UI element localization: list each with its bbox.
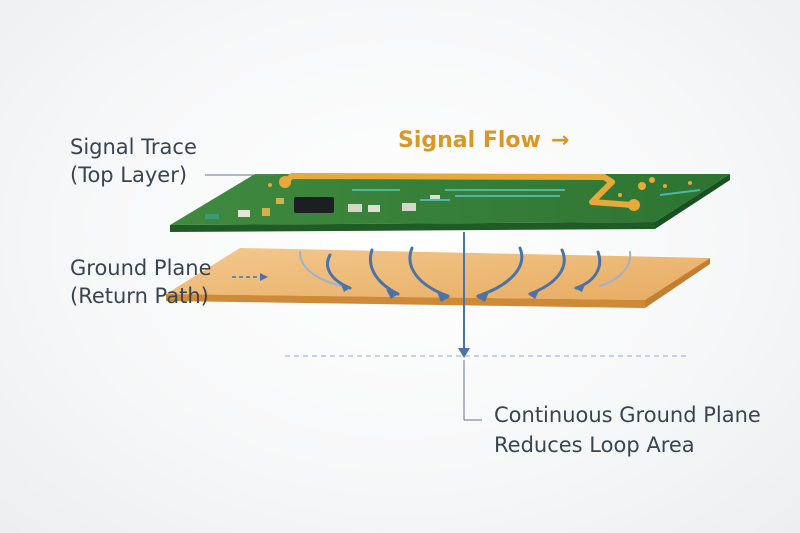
return-arrowhead-3 bbox=[437, 292, 450, 302]
minor-traces bbox=[352, 189, 701, 201]
vertical-reference-arrow bbox=[458, 348, 470, 358]
signal-layer-board bbox=[170, 173, 730, 232]
signal-flow-label: Signal Flow → bbox=[398, 128, 569, 153]
signal-trace bbox=[283, 173, 633, 208]
return-arrowhead-6 bbox=[576, 282, 586, 292]
signal-flow-text: Signal Flow bbox=[398, 128, 541, 153]
return-arc-8 bbox=[599, 251, 632, 287]
smd-component-6 bbox=[205, 214, 219, 219]
signal-trace-label: Signal Trace (Top Layer) bbox=[70, 133, 197, 189]
return-arrowhead-4 bbox=[476, 292, 489, 302]
trace-pad-end bbox=[628, 199, 640, 211]
return-current-arrows bbox=[299, 246, 632, 302]
via-4 bbox=[688, 181, 692, 185]
return-arc-5 bbox=[476, 246, 524, 298]
via-2 bbox=[618, 193, 622, 197]
trace-pad-start bbox=[279, 176, 291, 188]
ground-plane-label: Ground Plane (Return Path) bbox=[70, 254, 212, 310]
smd-component-3 bbox=[402, 203, 416, 211]
signal-trace-label-line1: Signal Trace bbox=[70, 135, 197, 159]
smd-component-5 bbox=[238, 210, 250, 217]
ground-plane-edge-side bbox=[645, 258, 710, 308]
pad-right-1 bbox=[638, 182, 646, 190]
ground-plane-edge-front bbox=[166, 294, 645, 308]
caption: Continuous Ground Plane Reduces Loop Are… bbox=[494, 400, 761, 460]
signal-trace-label-line2: (Top Layer) bbox=[70, 163, 188, 187]
caption-line2: Reduces Loop Area bbox=[494, 433, 695, 457]
smd-pad-2 bbox=[276, 198, 284, 204]
minor-trace-5 bbox=[659, 189, 701, 196]
return-arrowhead-1 bbox=[340, 282, 350, 292]
return-arc-4 bbox=[408, 246, 450, 298]
vias bbox=[268, 181, 692, 197]
return-arc-3 bbox=[369, 248, 400, 296]
return-arrowhead-5 bbox=[528, 289, 540, 299]
ic-chip bbox=[294, 197, 334, 213]
ground-plane-label-line2: (Return Path) bbox=[70, 284, 209, 308]
via-3 bbox=[663, 184, 667, 188]
smd-component-4 bbox=[430, 195, 440, 201]
pad-right-2 bbox=[649, 177, 655, 183]
caption-line1: Continuous Ground Plane bbox=[494, 403, 761, 427]
board-edge-front bbox=[170, 222, 655, 232]
ground-plane bbox=[166, 248, 710, 308]
smd-component-2 bbox=[368, 205, 380, 212]
via-1 bbox=[268, 183, 272, 187]
right-arrow-icon: → bbox=[550, 128, 570, 153]
board-edge-side bbox=[655, 174, 730, 229]
return-arrowhead-2 bbox=[386, 289, 398, 299]
smd-component-1 bbox=[348, 204, 362, 212]
ground-plane-label-line1: Ground Plane bbox=[70, 256, 212, 280]
smd-pad-1 bbox=[262, 208, 270, 216]
ground-plane-leader-arrow bbox=[260, 273, 268, 281]
